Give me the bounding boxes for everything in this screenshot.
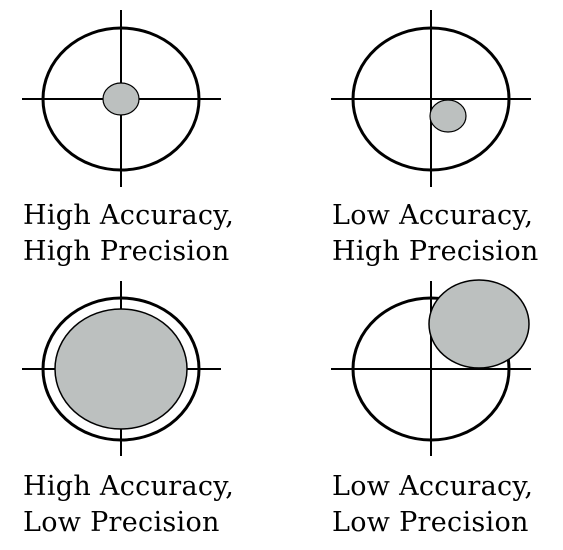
caption-line-2: High Precision	[23, 236, 230, 267]
caption-low-accuracy-low-precision: Low Accuracy, Low Precision	[332, 469, 533, 541]
shot-cluster	[429, 99, 467, 133]
target-low-accuracy-low-precision	[331, 279, 531, 456]
target-high-accuracy-low-precision	[22, 281, 221, 456]
shot-cluster	[428, 279, 530, 369]
shot-cluster	[54, 308, 188, 430]
shot-cluster	[102, 82, 140, 116]
caption-line-1: High Accuracy,	[23, 471, 235, 502]
caption-high-accuracy-high-precision: High Accuracy, High Precision	[23, 198, 234, 270]
target-high-accuracy-high-precision	[22, 10, 221, 187]
caption-line-2: Low Precision	[23, 507, 220, 538]
caption-low-accuracy-high-precision: Low Accuracy, High Precision	[332, 198, 539, 270]
caption-line-1: Low Accuracy,	[332, 200, 534, 231]
caption-line-2: High Precision	[332, 236, 539, 267]
caption-line-1: Low Accuracy,	[332, 471, 534, 502]
caption-line-2: Low Precision	[332, 507, 529, 538]
caption-line-1: High Accuracy,	[23, 200, 235, 231]
caption-high-accuracy-low-precision: High Accuracy, Low Precision	[23, 469, 234, 541]
target-low-accuracy-high-precision	[331, 10, 531, 187]
